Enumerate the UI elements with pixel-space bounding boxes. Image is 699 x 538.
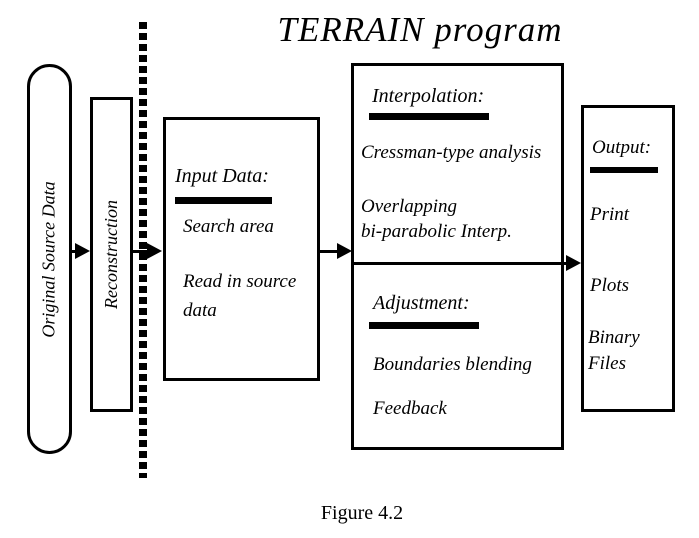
adjustment-item-feedback: Feedback (373, 398, 447, 419)
interpolation-underline (369, 113, 489, 120)
node-original-source-data: Original Source Data (27, 64, 72, 454)
node-interpolation-adjustment: Interpolation: Cressman-type analysis Ov… (351, 63, 564, 450)
output-heading: Output: (592, 137, 652, 158)
adjustment-heading: Adjustment: (373, 292, 470, 314)
node-reconstruction: Reconstruction (90, 97, 133, 412)
figure-caption: Figure 4.2 (320, 502, 404, 524)
arrow-right-icon (566, 255, 581, 271)
input-data-heading: Input Data: (175, 165, 269, 187)
interpolation-item-cressman: Cressman-type analysis (361, 142, 542, 163)
arrow-line (320, 250, 340, 253)
arrow-right-icon (75, 243, 90, 259)
arrow-right-icon (337, 243, 352, 259)
node-reconstruction-label: Reconstruction (101, 200, 122, 309)
adjustment-item-boundaries: Boundaries blending (373, 354, 532, 375)
interpolation-item-overlapping: Overlapping bi-parabolic Interp. (361, 196, 512, 242)
output-underline (590, 167, 658, 173)
input-data-underline (175, 197, 272, 204)
node-original-source-data-label: Original Source Data (39, 180, 60, 338)
output-item-plots: Plots (590, 275, 630, 296)
input-data-item-read-source: Read in source data (183, 271, 297, 321)
input-data-item-search-area: Search area (183, 216, 274, 237)
interpolation-heading: Interpolation: (372, 85, 485, 107)
output-item-binary-files: Binary Files (588, 327, 640, 374)
interpolation-adjustment-divider (351, 262, 564, 265)
adjustment-underline (369, 322, 479, 329)
page-title: TERRAIN program (277, 10, 563, 49)
node-input-data: Input Data: Search area Read in source d… (163, 117, 320, 381)
arrow-right-icon (147, 243, 162, 259)
node-output: Output: Print Plots Binary Files (581, 105, 675, 412)
arrow-line (133, 250, 150, 253)
output-item-print: Print (590, 204, 630, 225)
